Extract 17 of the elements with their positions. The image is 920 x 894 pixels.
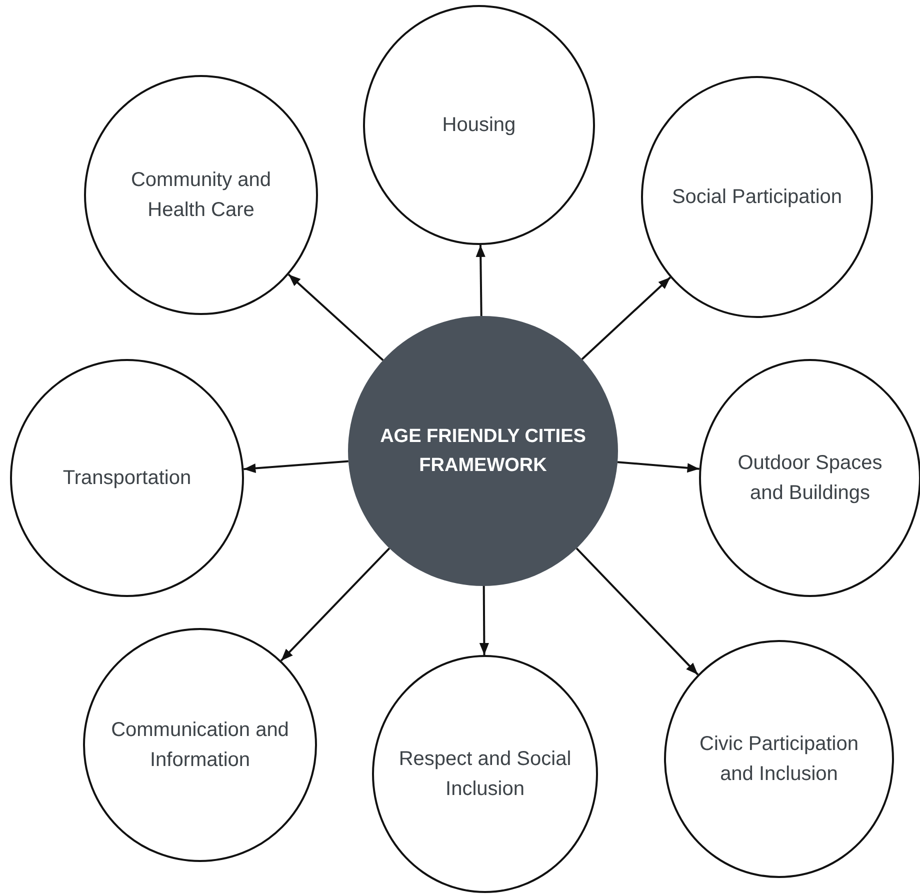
arrow bbox=[581, 276, 671, 360]
topic-label: Community and Health Care bbox=[130, 168, 272, 223]
arrow bbox=[476, 244, 486, 316]
arrow bbox=[280, 548, 390, 662]
topic-label: Transportation bbox=[62, 466, 192, 491]
topic-label: Communication and Information bbox=[110, 718, 290, 773]
topic-label: Respect and Social Inclusion bbox=[398, 747, 572, 802]
topic-label: Civic Participation and Inclusion bbox=[698, 732, 860, 787]
center-title: AGE FRIENDLY CITIES FRAMEWORK bbox=[379, 425, 587, 478]
arrow bbox=[479, 586, 489, 656]
arrow bbox=[288, 274, 384, 361]
arrow bbox=[617, 461, 700, 473]
arrow bbox=[576, 548, 699, 676]
topic-label: Outdoor Spaces and Buildings bbox=[736, 451, 884, 506]
arrow bbox=[244, 460, 348, 474]
topic-label: Social Participation bbox=[672, 185, 842, 210]
topic-label: Housing bbox=[442, 113, 516, 138]
